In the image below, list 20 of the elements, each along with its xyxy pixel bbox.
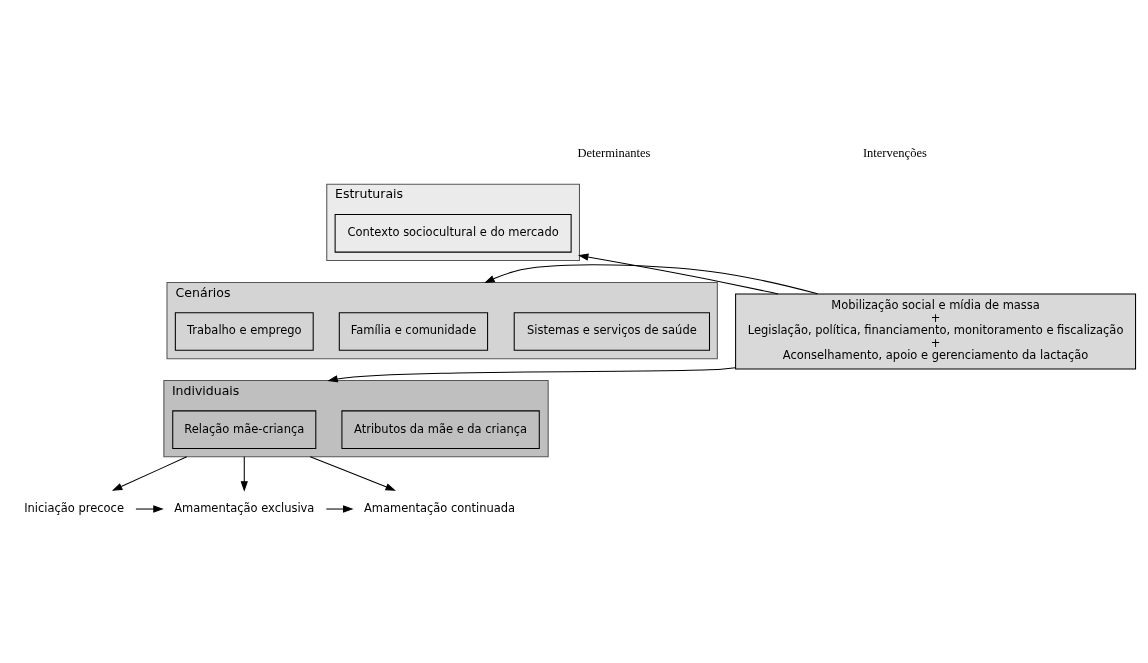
node-box: Atributos da mãe e da criança xyxy=(341,410,540,449)
node-box: Relação mãe-criança xyxy=(172,410,317,449)
label: Determinantes xyxy=(577,146,651,161)
node-box: Contexto sociocultural e do mercado xyxy=(334,214,572,253)
arrow xyxy=(309,456,396,491)
arrow xyxy=(577,253,779,295)
node-box: Família e comunidade xyxy=(338,312,489,351)
arrow xyxy=(484,264,819,295)
arrow xyxy=(327,367,736,383)
node-box: Mobilização social e mídia de massa + Legislação, política, financiamento, monitoramento e fiscalização + Aconselhamento, apoio e gerenciamento da lactação xyxy=(735,293,1137,370)
arrow xyxy=(325,505,354,513)
node-text: Iniciação precoce xyxy=(24,500,124,515)
node-box: Sistemas e serviços de saúde xyxy=(513,312,710,351)
arrow xyxy=(111,456,188,491)
node-text: Amamentação continuada xyxy=(363,500,516,515)
node-text: Amamentação exclusiva xyxy=(174,500,315,515)
label: Intervenções xyxy=(862,146,927,161)
arrow xyxy=(240,456,248,492)
node-box: Trabalho e emprego xyxy=(174,312,314,351)
arrow xyxy=(135,505,164,513)
